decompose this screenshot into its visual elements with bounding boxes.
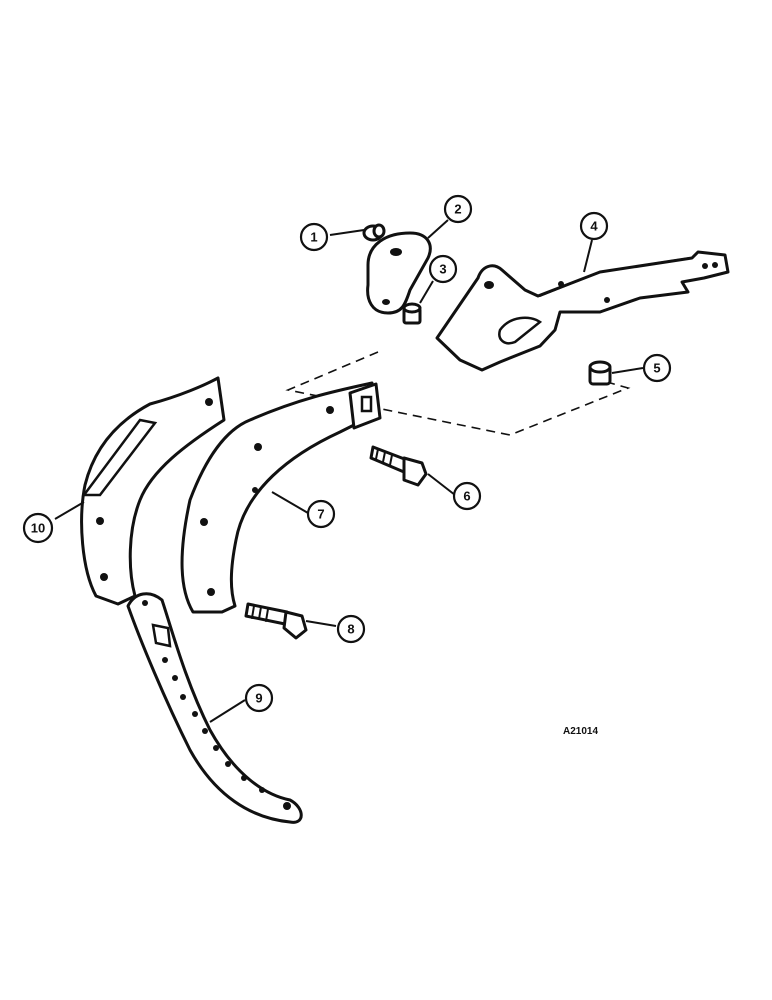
part-3-bushing <box>402 302 422 325</box>
reference-code: A21014 <box>563 726 598 737</box>
part-6-bolt <box>369 445 428 487</box>
part-7-arc-plate <box>180 381 382 614</box>
callout-3-label: 3 <box>439 262 446 277</box>
part-2-link-plate <box>366 231 432 315</box>
part-10-arc-plate <box>80 376 226 606</box>
part-1-plug <box>362 223 386 242</box>
callout-9: 9 <box>244 683 274 713</box>
part-5-bushing <box>588 360 612 386</box>
callout-4: 4 <box>579 211 609 241</box>
callout-8: 8 <box>336 614 366 644</box>
callout-7-label: 7 <box>317 507 324 522</box>
callout-3: 3 <box>428 254 458 284</box>
callout-10-label: 10 <box>31 521 45 536</box>
callout-4-label: 4 <box>590 219 598 234</box>
part-4-bracket <box>435 250 730 372</box>
callout-8-label: 8 <box>347 622 354 637</box>
callout-5-label: 5 <box>653 361 660 376</box>
callout-9-label: 9 <box>255 691 262 706</box>
callout-6-label: 6 <box>463 489 470 504</box>
callout-1-label: 1 <box>310 230 317 245</box>
callout-5: 5 <box>642 353 672 383</box>
part-9-curved-bar <box>126 592 303 824</box>
callout-1: 1 <box>299 222 329 252</box>
assembly-guide-line <box>285 351 631 436</box>
callout-2: 2 <box>443 194 473 224</box>
leader-lines <box>54 219 644 723</box>
callout-7: 7 <box>306 499 336 529</box>
callout-6: 6 <box>452 481 482 511</box>
part-8-bolt <box>244 602 308 640</box>
callout-2-label: 2 <box>454 202 461 217</box>
callout-10: 10 <box>22 512 54 544</box>
